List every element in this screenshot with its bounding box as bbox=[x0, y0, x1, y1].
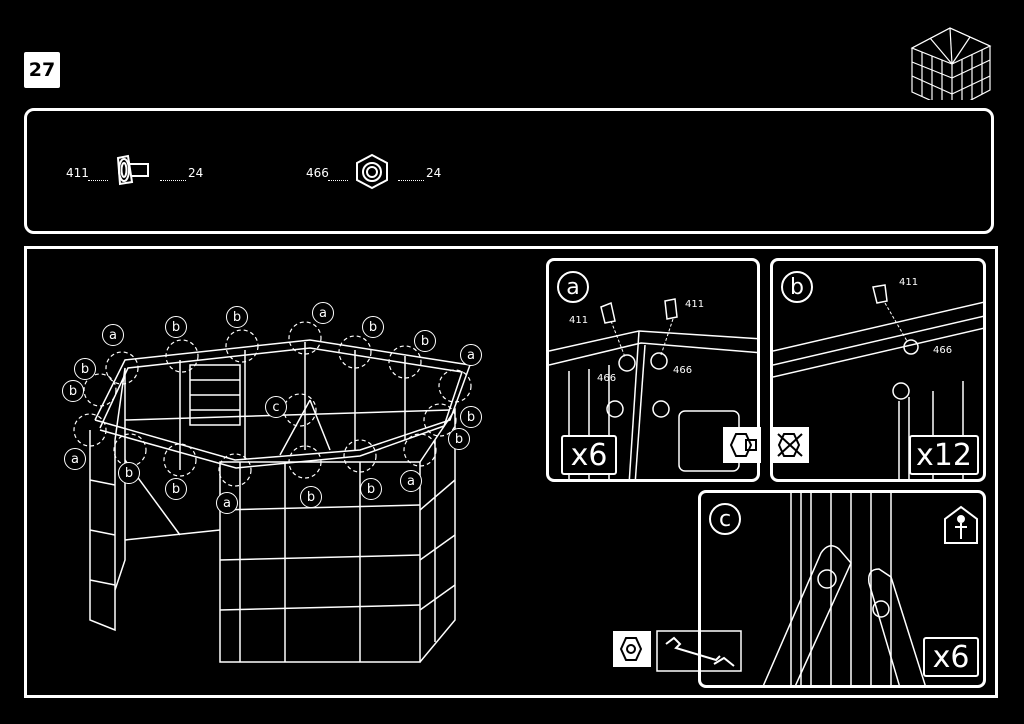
detail-a-bolt-label: 411 bbox=[685, 299, 705, 310]
wrench-icon bbox=[656, 630, 742, 672]
callout-b: b bbox=[360, 478, 382, 500]
callout-b: b bbox=[118, 462, 140, 484]
two-person-icon bbox=[944, 505, 978, 544]
detail-c-letter: c bbox=[709, 503, 741, 535]
callout-c: c bbox=[265, 396, 287, 418]
detail-a-nut-label: 466 bbox=[673, 365, 693, 376]
parts-panel bbox=[24, 108, 994, 234]
detail-a-count: x6 bbox=[561, 435, 617, 475]
bolt-icon bbox=[116, 154, 149, 186]
main-illustration-panel bbox=[24, 246, 998, 698]
detail-c-count: x6 bbox=[923, 637, 979, 677]
callout-b: b bbox=[165, 316, 187, 338]
detail-b-nut-label: 466 bbox=[933, 345, 953, 356]
bolt-nut-assembled-icon bbox=[723, 427, 761, 463]
callout-a: a bbox=[400, 470, 422, 492]
callout-a: a bbox=[102, 324, 124, 346]
part-466-label: 466 bbox=[306, 166, 329, 180]
part-411-quantity: 24 bbox=[188, 166, 204, 180]
nut-icon bbox=[356, 153, 388, 190]
detail-b-count: x12 bbox=[909, 435, 979, 475]
detail-c-illustration bbox=[762, 493, 926, 685]
callout-b: b bbox=[62, 380, 84, 402]
callout-a: a bbox=[460, 344, 482, 366]
callout-b: b bbox=[460, 406, 482, 428]
finished-shed-thumbnail-icon bbox=[910, 27, 992, 100]
part-411-label: 411 bbox=[66, 166, 89, 180]
nut-tighten-icon bbox=[613, 631, 651, 667]
detail-c-panel: c x6 bbox=[698, 490, 986, 688]
callout-b: b bbox=[300, 486, 322, 508]
leader-dots bbox=[328, 180, 348, 181]
leader-dots bbox=[398, 180, 424, 181]
detail-b-bolt-label: 411 bbox=[899, 277, 919, 288]
detail-a-bolt-label: 411 bbox=[569, 315, 589, 326]
detail-b-letter: b bbox=[781, 271, 813, 303]
callout-a: a bbox=[64, 448, 86, 470]
bolt-nut-not-tightened-icon bbox=[771, 427, 809, 463]
callout-a: a bbox=[216, 492, 238, 514]
step-number-badge: 27 bbox=[24, 52, 60, 88]
leader-dots bbox=[160, 180, 186, 181]
shed-frame-overview bbox=[73, 321, 472, 663]
callout-b: b bbox=[165, 478, 187, 500]
callout-b: b bbox=[414, 330, 436, 352]
part-466-quantity: 24 bbox=[426, 166, 442, 180]
callout-b: b bbox=[226, 306, 248, 328]
detail-a-nut-label: 466 bbox=[597, 373, 617, 384]
callout-b: b bbox=[448, 428, 470, 450]
detail-b-panel: b 411 466 x12 bbox=[770, 258, 986, 482]
callout-a: a bbox=[312, 302, 334, 324]
leader-dots bbox=[88, 180, 108, 181]
callout-b: b bbox=[362, 316, 384, 338]
detail-a-letter: a bbox=[557, 271, 589, 303]
detail-a-panel: a 411 411 466 466 x6 bbox=[546, 258, 760, 482]
callout-b: b bbox=[74, 358, 96, 380]
